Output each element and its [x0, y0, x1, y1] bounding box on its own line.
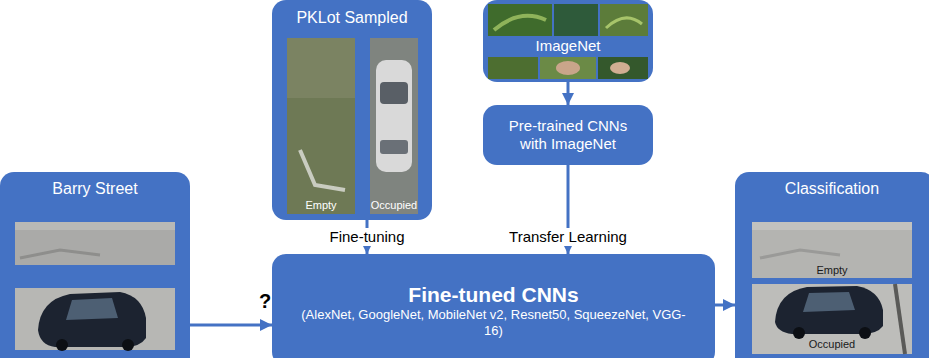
node-text: (AlexNet, GoogleNet, MobileNet v2, Resne…: [294, 307, 694, 338]
edge-label: Fine-tuning: [326, 228, 407, 246]
node-title: Barry Street: [6, 179, 184, 198]
node-title: PKLot Sampled: [276, 8, 428, 27]
dataset-panel: PKLot SampledEmpty Occupied: [272, 0, 432, 220]
output-panel: ClassificationEmptyOccupied: [735, 172, 929, 358]
flow-arrow: [715, 304, 735, 307]
node-title: ImageNet: [487, 37, 649, 55]
node-text: Empty: [752, 264, 912, 277]
flow-arrow: [190, 324, 272, 327]
node-text: Occupied: [368, 199, 420, 212]
flow-arrow: [567, 82, 570, 105]
node-title: Fine-tuned CNNs: [408, 282, 578, 307]
process-box: Pre-trained CNNs with ImageNet: [483, 105, 653, 165]
dataset-panel: ImageNet: [483, 0, 653, 82]
input-panel: Barry Street: [0, 172, 190, 358]
model-box: Fine-tuned CNNs(AlexNet, GoogleNet, Mobi…: [272, 254, 715, 358]
node-text: Occupied: [752, 338, 912, 351]
node-title: Classification: [741, 179, 923, 198]
edge-label: ?: [256, 289, 274, 313]
node-title: Pre-trained CNNs with ImageNet: [497, 117, 639, 153]
node-text: Empty: [287, 199, 355, 212]
edge-label: Transfer Learning: [506, 228, 630, 246]
